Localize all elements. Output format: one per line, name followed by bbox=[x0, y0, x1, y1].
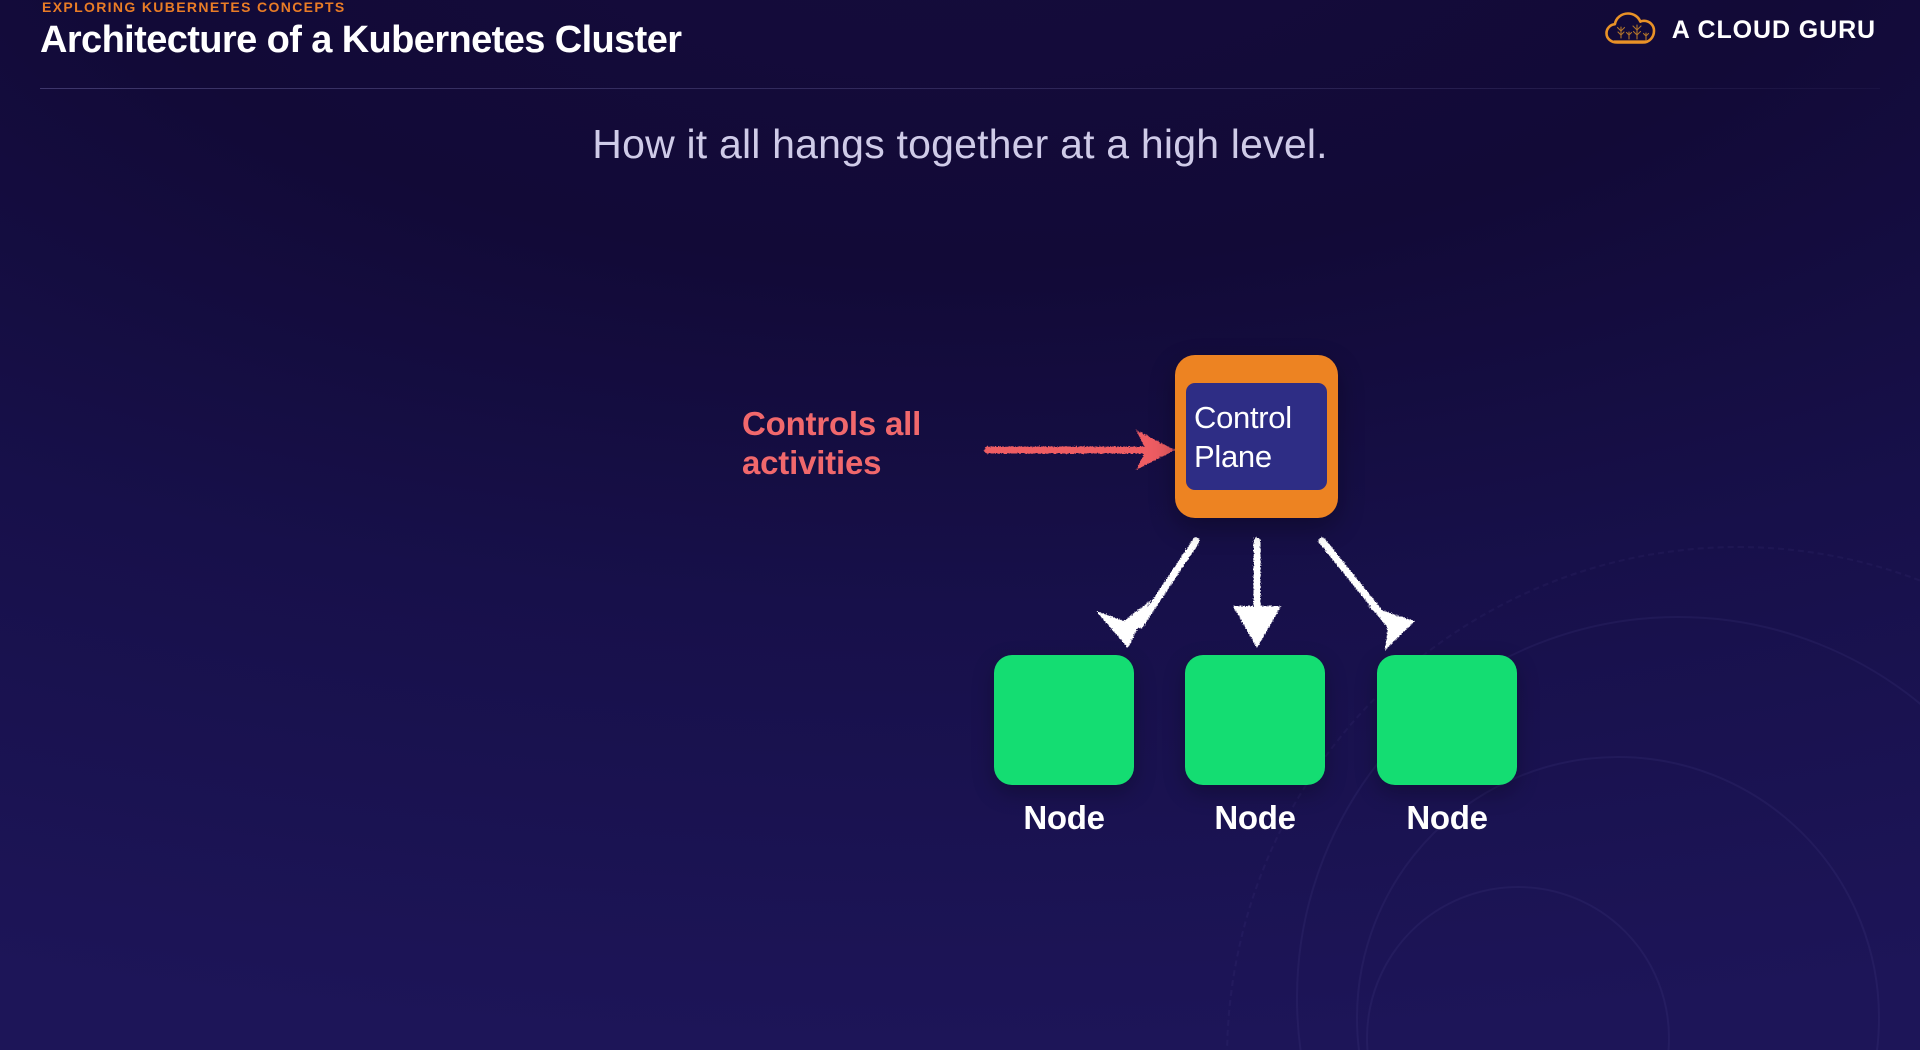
node-box-3[interactable] bbox=[1377, 655, 1517, 785]
node-label-3: Node bbox=[1406, 799, 1488, 836]
node-box-2[interactable] bbox=[1185, 655, 1325, 785]
control-plane-inner-box: Control Plane bbox=[1186, 383, 1327, 490]
header-divider bbox=[40, 88, 1880, 89]
brand-logo: A CLOUD GURU bbox=[1604, 8, 1876, 52]
annotation-controls-all-activities: Controls all activities bbox=[742, 405, 922, 481]
course-eyebrow-label: EXPLORING KUBERNETES CONCEPTS bbox=[42, 0, 346, 15]
node-group-3[interactable]: Node bbox=[1377, 655, 1517, 837]
node-label-1: Node bbox=[1023, 799, 1105, 836]
node-group-1[interactable]: Node bbox=[994, 655, 1134, 837]
slide-header: EXPLORING KUBERNETES CONCEPTS Architectu… bbox=[0, 0, 1920, 92]
page-title: Architecture of a Kubernetes Cluster bbox=[40, 19, 682, 61]
node-label-2: Node bbox=[1214, 799, 1296, 836]
brand-name-label: A CLOUD GURU bbox=[1671, 15, 1876, 44]
connector-arrow-left bbox=[1096, 537, 1200, 648]
connector-arrow-center bbox=[1233, 537, 1281, 648]
connector-arrow-right bbox=[1318, 537, 1415, 650]
control-plane-label: Control Plane bbox=[1194, 399, 1292, 474]
slide-subtitle: How it all hangs together at a high leve… bbox=[592, 121, 1328, 167]
cloud-icon bbox=[1604, 11, 1658, 50]
node-box-1[interactable] bbox=[994, 655, 1134, 785]
control-plane-box[interactable]: Control Plane bbox=[1175, 355, 1338, 518]
node-group-2[interactable]: Node bbox=[1185, 655, 1325, 837]
